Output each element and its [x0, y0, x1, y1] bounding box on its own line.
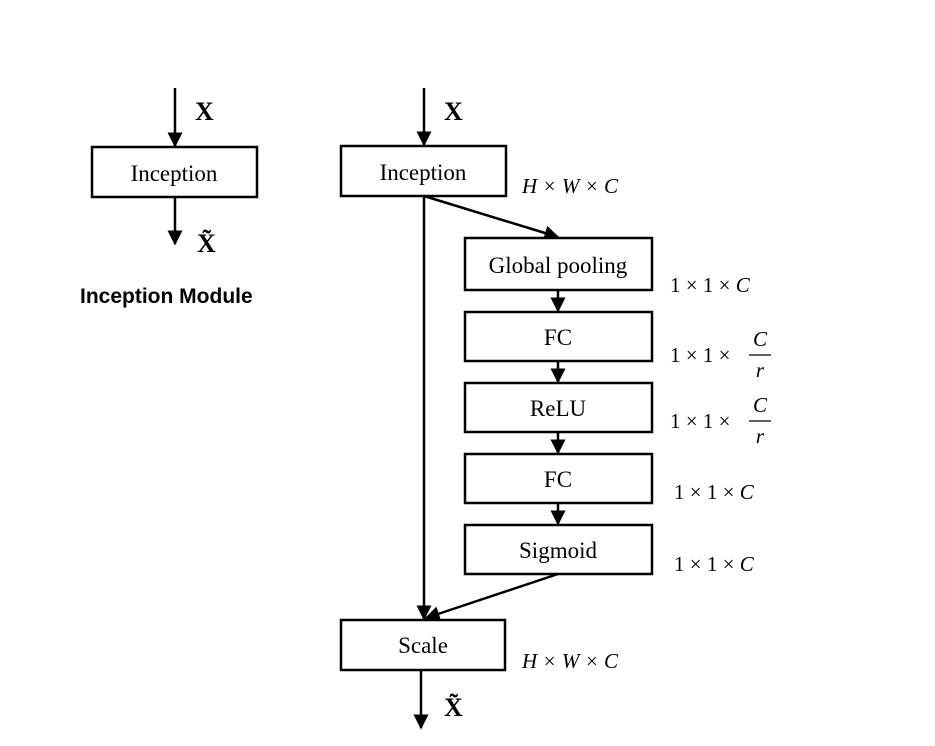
svg-text:1 × 1 ×: 1 × 1 × [670, 343, 730, 367]
svg-text:1 × 1 ×: 1 × 1 × [670, 409, 730, 433]
global-pooling-label: Global pooling [489, 253, 628, 278]
fc1-dims: 1 × 1 × C r [670, 327, 771, 382]
relu-dims-denominator: r [756, 424, 765, 448]
fc1-block [463, 310, 654, 363]
fc1-label: FC [544, 325, 572, 350]
left-inception-module: X Inception X̃ Inception Module [80, 88, 259, 308]
fc1-dims-denominator: r [756, 358, 765, 382]
inception-dims: H × W × C [521, 174, 619, 198]
left-input-label: X [195, 97, 214, 126]
right-inception-block [339, 144, 508, 198]
left-module-caption: Inception Module [80, 285, 253, 308]
relu-dims-numerator: C [753, 393, 768, 417]
scale-dims: H × W × C [521, 649, 619, 673]
scale-block [339, 618, 507, 672]
sigmoid-block [463, 523, 654, 576]
right-output-label: X̃ [444, 693, 463, 722]
sigmoid-dims: 1 × 1 × C [674, 552, 755, 576]
relu-block [463, 381, 654, 434]
fc1-dims-numerator: C [753, 327, 768, 351]
sigmoid-label: Sigmoid [519, 538, 597, 563]
left-output-label: X̃ [197, 229, 216, 258]
left-inception-label: Inception [131, 161, 218, 186]
right-input-label: X [444, 97, 463, 126]
arrow-sigmoid-to-scale [424, 572, 559, 621]
relu-label: ReLU [530, 396, 587, 421]
branch-arrow-to-pooling [423, 194, 560, 241]
fc2-dims: 1 × 1 × C [674, 480, 755, 504]
relu-dims: 1 × 1 × C r [670, 393, 771, 448]
fc2-label: FC [544, 467, 572, 492]
se-inception-module: X Inception H × W × C Global pooling 1 ×… [339, 88, 771, 730]
global-pooling-block [463, 236, 654, 292]
right-inception-label: Inception [380, 160, 467, 185]
scale-label: Scale [398, 633, 448, 658]
global-pooling-dims: 1 × 1 × C [670, 273, 751, 297]
